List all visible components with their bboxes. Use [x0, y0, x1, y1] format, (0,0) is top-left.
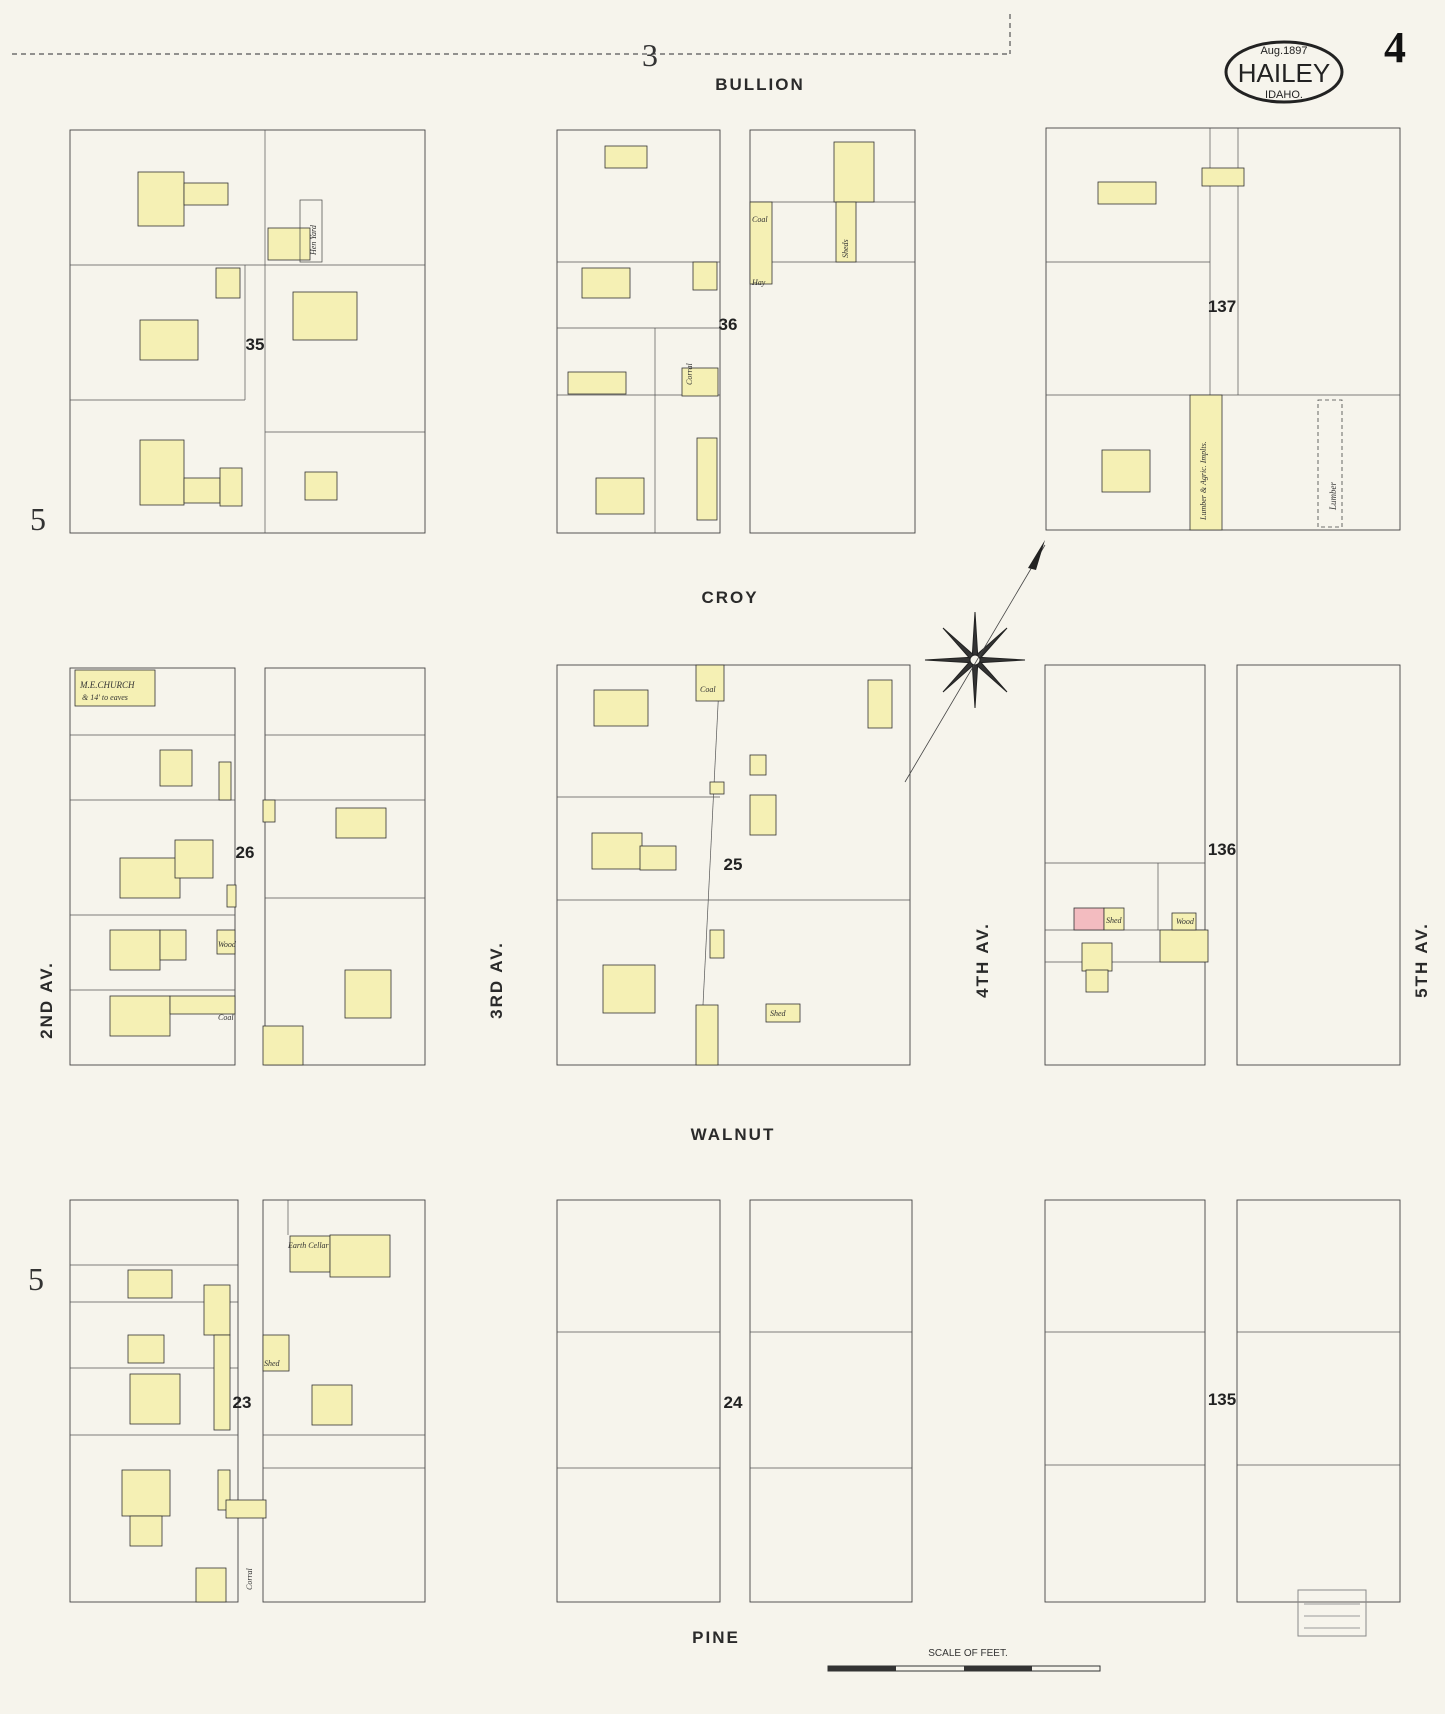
block-24: 24	[556, 1199, 913, 1603]
label-me-church: M.E.CHURCH	[79, 680, 135, 690]
block-number-35: 35	[246, 335, 265, 354]
label-hen-yard: Hen Yard	[309, 224, 318, 256]
street-walnut: WALNUT	[691, 1125, 776, 1144]
street-croy: CROY	[701, 588, 758, 607]
label-lumber-implts: Lumber & Agric. Implts.	[1199, 441, 1208, 521]
block-35: Hen Yard 35	[69, 129, 426, 534]
block-26: M.E.CHURCH & 14' to eaves Coal Wood 26	[69, 667, 426, 1066]
street-bullion: BULLION	[715, 75, 805, 94]
street-2nd-av: 2ND AV.	[37, 961, 56, 1039]
adjoining-sheet-left-upper: 5	[30, 501, 46, 537]
block-number-25: 25	[724, 855, 743, 874]
label-shed-136: Shed	[1106, 916, 1123, 925]
block-number-136: 136	[1208, 840, 1236, 859]
block-36: Corral Coal Hay Sheds 36	[556, 129, 916, 534]
block-137: Lumber & Agric. Implts. Lumber 137	[1045, 127, 1401, 531]
street-5th-av: 5TH AV.	[1412, 922, 1431, 998]
label-lumber: Lumber	[1328, 482, 1338, 511]
compass-rose-icon	[904, 540, 1046, 783]
label-corral-36: Corral	[685, 362, 694, 385]
street-pine: PINE	[692, 1628, 740, 1647]
town-name: HAILEY	[1238, 58, 1331, 88]
block-number-36: 36	[719, 315, 738, 334]
block-135: 135	[1044, 1199, 1401, 1603]
adjoining-sheet-top: 3	[642, 37, 658, 73]
label-coal-25: Coal	[700, 685, 716, 694]
block-number-26: 26	[236, 843, 255, 862]
title-cartouche: Aug.1897 HAILEY IDAHO.	[1224, 40, 1344, 104]
block-number-137: 137	[1208, 297, 1236, 316]
sheet-boundary	[12, 14, 1011, 55]
block-number-24: 24	[724, 1393, 743, 1412]
library-stamp	[1297, 1589, 1367, 1637]
label-wood-26: Wood	[218, 940, 237, 949]
label-shed-25: Shed	[770, 1009, 787, 1018]
scale-bar: SCALE OF FEET.	[827, 1648, 1101, 1672]
block-136: Shed Wood 136	[1044, 664, 1401, 1066]
label-sheds-36: Sheds	[841, 239, 850, 258]
label-earth-cellar: Earth Cellar	[287, 1241, 330, 1250]
street-3rd-av: 3RD AV.	[487, 941, 506, 1019]
label-coal-36: Coal	[752, 215, 768, 224]
block-number-23: 23	[233, 1393, 252, 1412]
scale-label: SCALE OF FEET.	[928, 1648, 1007, 1659]
sheet-number: 4	[1384, 23, 1406, 72]
street-4th-av: 4TH AV.	[973, 922, 992, 998]
label-corral-23: Corral	[245, 1567, 254, 1590]
label-hay-36: Hay	[751, 278, 766, 287]
adjoining-sheet-left-lower: 5	[28, 1261, 44, 1297]
label-church-note: & 14' to eaves	[82, 693, 128, 702]
block-number-135: 135	[1208, 1390, 1236, 1409]
label-coal-26: Coal	[218, 1013, 234, 1022]
sheet-date: Aug.1897	[1260, 45, 1307, 57]
block-25: Coal Shed 25	[556, 664, 911, 1066]
label-wood-136: Wood	[1176, 917, 1195, 926]
state-name: IDAHO.	[1265, 89, 1303, 101]
block-23: Earth Cellar Shed Corral 23	[69, 1199, 426, 1603]
label-shed-23: Shed	[264, 1359, 281, 1368]
